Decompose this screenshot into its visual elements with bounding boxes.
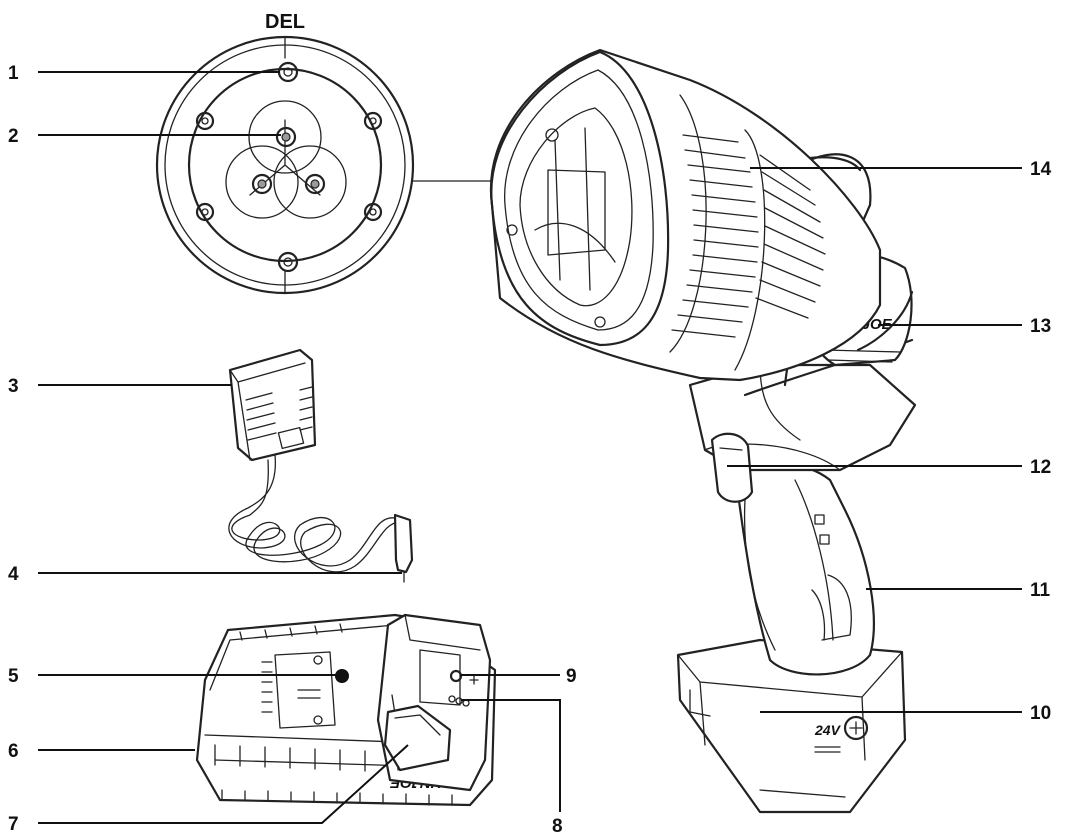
callout-6: 6 [8, 741, 19, 762]
callout-3: 3 [8, 376, 19, 397]
callout-4: 4 [8, 564, 19, 585]
charger-adapter [228, 348, 317, 462]
inset-title: DEL [265, 11, 305, 33]
callout-8: 8 [552, 816, 563, 837]
callout-1: 1 [8, 63, 19, 84]
callout-9: 9 [566, 666, 577, 687]
battery-pack: SUNJOE [195, 613, 497, 807]
charger-cable [228, 454, 401, 573]
callout-leaders [38, 71, 1022, 824]
release-button [383, 704, 452, 772]
heat-sink-fins [669, 94, 826, 371]
trigger-switch [710, 432, 754, 503]
led-front-inset: DEL [155, 11, 415, 295]
led-center-emitter [275, 126, 297, 148]
callout-11: 11 [1030, 580, 1051, 601]
leader-8 [461, 699, 561, 812]
battery-dot-marker [335, 669, 349, 683]
callout-12: 12 [1030, 457, 1051, 478]
inset-mounting-screws [195, 61, 383, 273]
charge-indicator [448, 669, 479, 707]
callout-10: 10 [1030, 703, 1051, 724]
leader-7 [38, 744, 409, 824]
battery-terminal-slots [261, 651, 336, 729]
callout-5: 5 [8, 666, 19, 687]
charger-vents [245, 386, 313, 441]
callout-7: 7 [8, 814, 19, 835]
led-lens-cluster [225, 100, 347, 219]
spotlight: 24V [489, 48, 917, 814]
callout-2: 2 [8, 126, 19, 147]
led-side-emitters [251, 173, 326, 195]
voltage-label: 24V [814, 722, 842, 738]
lamp-head [489, 48, 882, 382]
callout-13: 13 [1030, 316, 1051, 337]
battery-mount-base: 24V [676, 638, 907, 814]
barrel-plug [393, 513, 414, 583]
callout-numbers: 1 2 3 4 5 6 7 8 9 10 11 12 13 14 [8, 63, 1052, 837]
callout-14: 14 [1030, 159, 1052, 180]
